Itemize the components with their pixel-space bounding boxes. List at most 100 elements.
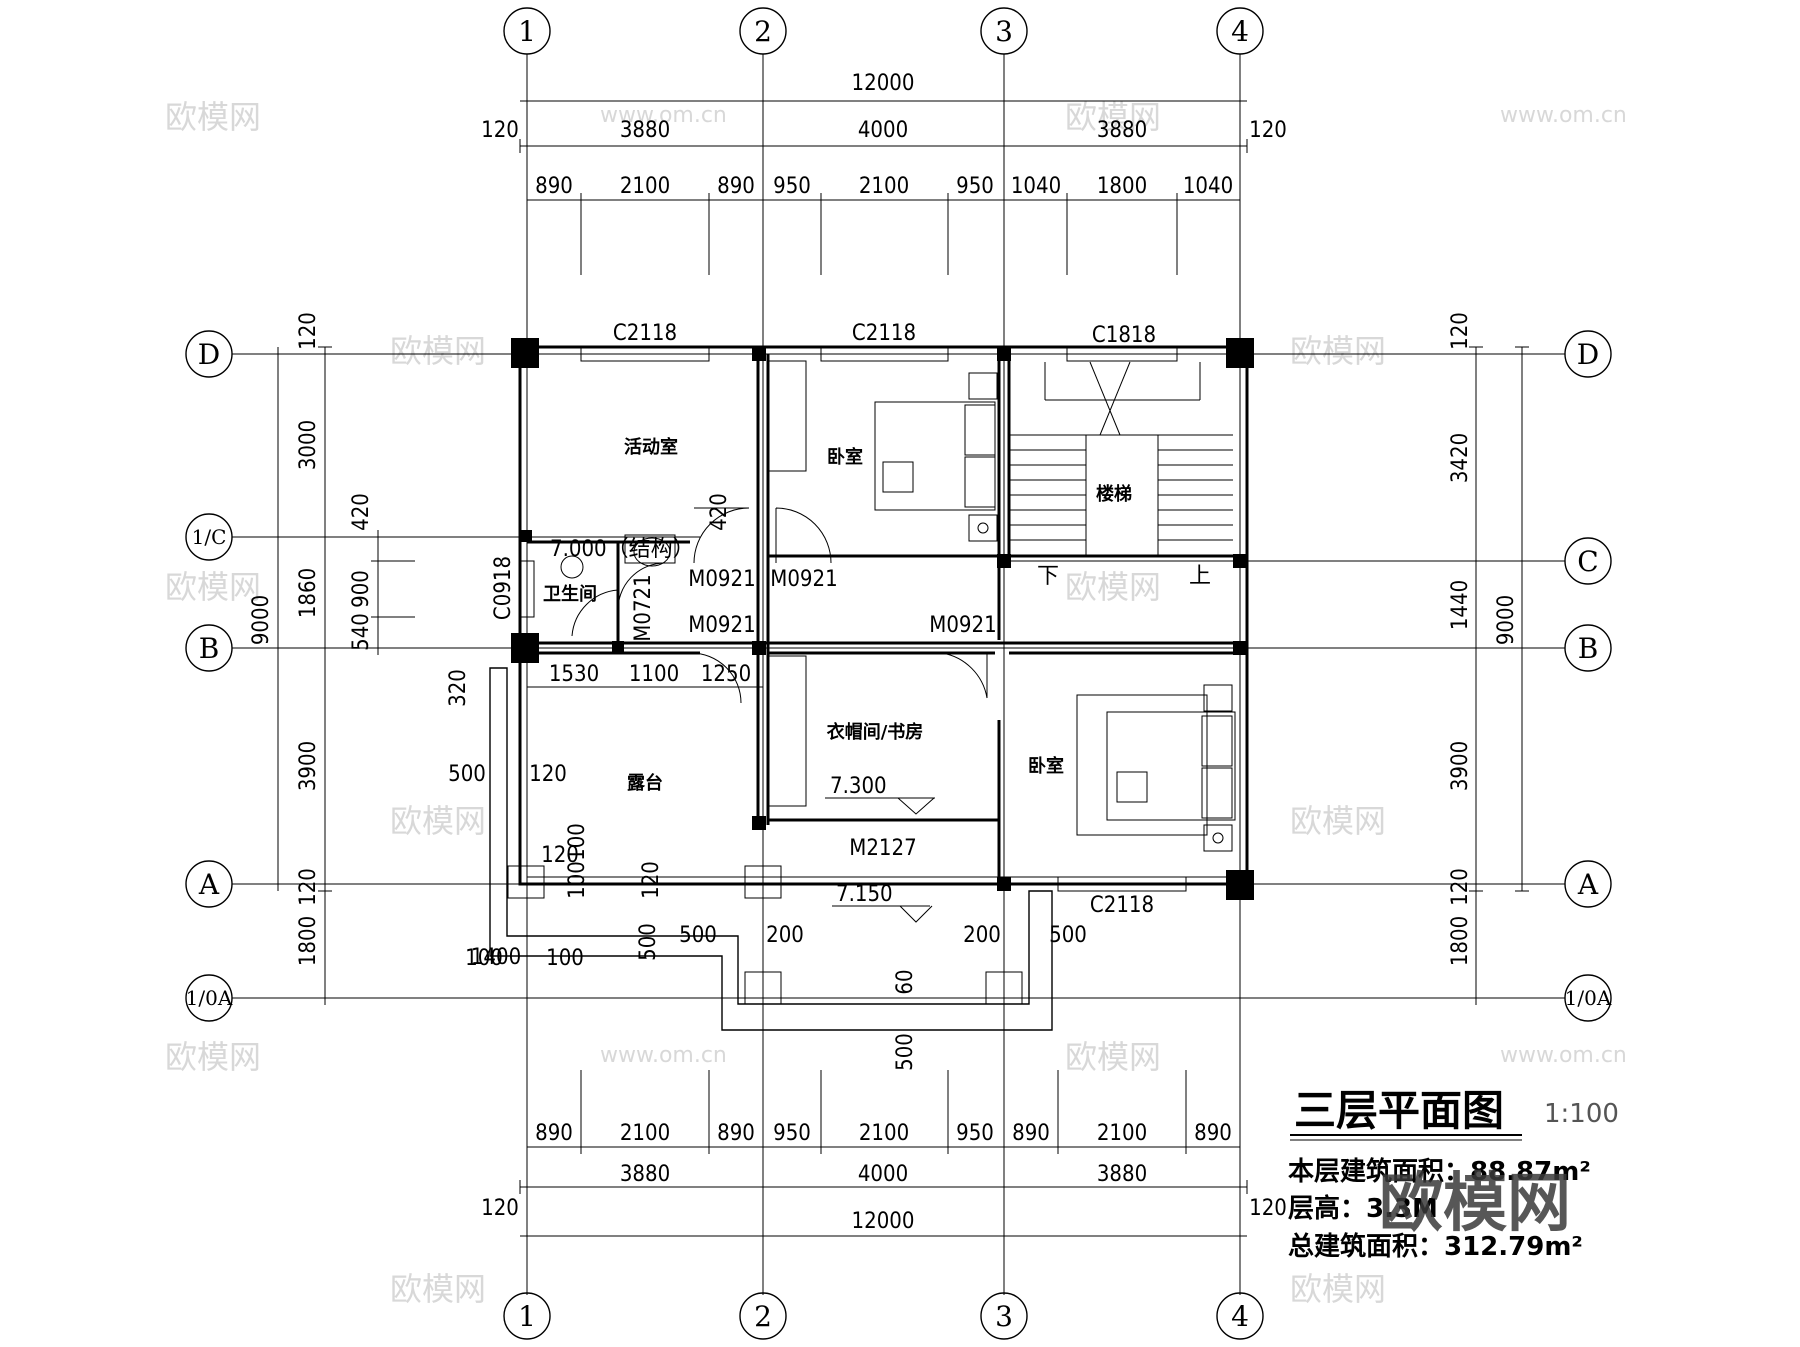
windows: C2118 C2118 C1818 C2118 C0918 (491, 321, 1187, 918)
watermark-brand: 欧模网 (1065, 1038, 1161, 1076)
window-c1818: C1818 (1092, 323, 1156, 348)
dimension-chain-left: 9000 120 3000 1860 3900 120 1800 420 900… (249, 312, 567, 1005)
dim-bottom-bay-2: 4000 (858, 1162, 908, 1187)
dim-bottom-detail: 950 (773, 1121, 811, 1146)
dim-bath-420: 420 (707, 493, 732, 531)
dim-bottom-detail: 890 (717, 1121, 755, 1146)
room-terrace: 露台 (627, 772, 663, 794)
watermark-logo: 欧模网 (1379, 1167, 1571, 1241)
dim-terrace: 500 (893, 1033, 918, 1071)
window-c2118: C2118 (613, 321, 677, 346)
dim-top-detail: 950 (773, 174, 811, 199)
total-area: 总建筑面积：312.79m² (1288, 1231, 1583, 1262)
dim-terrace: 500 (636, 923, 661, 961)
parapet (489, 667, 1053, 1031)
dim-terrace: 100 (546, 946, 584, 971)
dim-bottom-detail: 2100 (620, 1121, 670, 1146)
axis-label-4: 4 (1231, 15, 1249, 48)
axis-label-C: C (1577, 545, 1598, 578)
axis-label-1C: 1/C (192, 525, 227, 549)
watermark-brand: 欧模网 (1290, 1270, 1386, 1308)
axis-label-2: 2 (754, 1300, 772, 1333)
dim-terrace: 100 (565, 861, 590, 899)
stair-up-mark: 上 (1189, 564, 1211, 589)
drawing-scale: 1:100 (1544, 1099, 1619, 1129)
door-m0721: M0721 (631, 574, 656, 641)
dim-terrace: 120 (541, 843, 579, 868)
dim-b-row: 1250 (701, 662, 751, 687)
dim-bottom-detail: 890 (1194, 1121, 1232, 1146)
axis-label-1: 1 (518, 1300, 536, 1333)
dim-top-detail: 890 (535, 174, 573, 199)
dim-top-bay-2: 4000 (858, 118, 908, 143)
axis-label-3: 3 (995, 1300, 1013, 1333)
axis-label-D: D (1577, 338, 1599, 371)
dimension-chain-top: 12000 120 120 3880 4000 3880 890 2100 89… (481, 71, 1287, 275)
structural-columns (511, 338, 1254, 900)
dim-top-detail: 950 (956, 174, 994, 199)
dim-b-row: 1530 (549, 662, 599, 687)
watermark-url: www.om.cn (1500, 1043, 1627, 1068)
watermark-brand: 欧模网 (1065, 98, 1161, 136)
dim-top-detail: 890 (717, 174, 755, 199)
watermarks: 欧模网 www.om.cn 欧模网 www.om.cn 欧模网 欧模网 欧模网 … (165, 98, 1627, 1308)
axis-bubbles-left: D 1/C B A 1/0A (185, 330, 233, 1022)
dim-left-seg: 3900 (296, 741, 321, 791)
dim-top-edge-left: 120 (481, 118, 519, 143)
dim-right-seg: 3900 (1448, 741, 1473, 791)
dim-terrace: 200 (963, 923, 1001, 948)
door-m0921: M0921 (688, 567, 755, 592)
dim-top-detail: 2100 (859, 174, 909, 199)
door-m2127: M2127 (849, 836, 916, 861)
axis-label-10A: 1/0A (1565, 986, 1612, 1010)
room-study: 衣帽间/书房 (827, 721, 924, 743)
drawing-title: 三层平面图 (1294, 1086, 1504, 1135)
dim-right-seg: 1440 (1448, 580, 1473, 630)
dim-right-total: 9000 (1494, 595, 1519, 645)
dim-bottom-detail: 890 (1012, 1121, 1050, 1146)
dim-top-detail: 1040 (1183, 174, 1233, 199)
dim-top-bay-3: 3880 (1097, 118, 1147, 143)
furniture (560, 360, 1236, 852)
dim-terrace: 100 (465, 946, 503, 971)
dim-bottom-detail: 890 (535, 1121, 573, 1146)
level-bath: 7.000（结构） (550, 537, 695, 562)
stair: 下 上 (1009, 361, 1233, 589)
door-m0921: M0921 (688, 613, 755, 638)
room-labels: 活动室 卧室 楼梯 卫生间 露台 衣帽间/书房 卧室 (543, 436, 1132, 794)
dim-left-misc: 320 (446, 669, 471, 707)
dim-top-detail: 2100 (620, 174, 670, 199)
dim-right-seg: 3420 (1448, 433, 1473, 483)
dim-terrace: 1400 (471, 945, 521, 970)
axis-bubbles-bottom: 1 2 3 4 (503, 1292, 1264, 1340)
dim-bottom-detail: 2100 (1097, 1121, 1147, 1146)
dim-terrace: 120 (639, 861, 664, 899)
dim-top-edge-right: 120 (1249, 118, 1287, 143)
axis-label-10A: 1/0A (186, 986, 233, 1010)
dim-b-row: 1100 (629, 662, 679, 687)
watermark-brand: 欧模网 (390, 332, 486, 370)
dim-terrace: 500 (679, 923, 717, 948)
watermark-url: www.om.cn (600, 103, 727, 128)
dim-left-misc: 500 (448, 762, 486, 787)
dim-top-detail: 1040 (1011, 174, 1061, 199)
title-block: 三层平面图 1:100 本层建筑面积：88.87m² 层高：3.3M 总建筑面积… (1288, 1086, 1619, 1262)
axis-label-4: 4 (1231, 1300, 1249, 1333)
axis-label-2: 2 (754, 15, 772, 48)
dim-left-seg: 120 (296, 868, 321, 906)
watermark-brand: 欧模网 (1290, 332, 1386, 370)
level-balcony: 7.150 (836, 882, 893, 907)
watermark-brand: 欧模网 (165, 98, 261, 136)
dim-left-seg: 1860 (296, 568, 321, 618)
axis-label-B: B (1578, 632, 1599, 665)
dim-bottom-edge-left: 120 (481, 1196, 519, 1221)
axis-bubbles-top: 1 2 3 4 (503, 7, 1264, 55)
watermark-brand: 欧模网 (390, 802, 486, 840)
watermark-brand: 欧模网 (165, 1038, 261, 1076)
watermark-url: www.om.cn (1500, 103, 1627, 128)
window-c2118: C2118 (852, 321, 916, 346)
dimension-chain-bottom: 890 2100 890 950 2100 950 890 2100 890 3… (481, 1070, 1287, 1243)
dim-left-misc: 120 (529, 762, 567, 787)
door-m0921: M0921 (770, 567, 837, 592)
